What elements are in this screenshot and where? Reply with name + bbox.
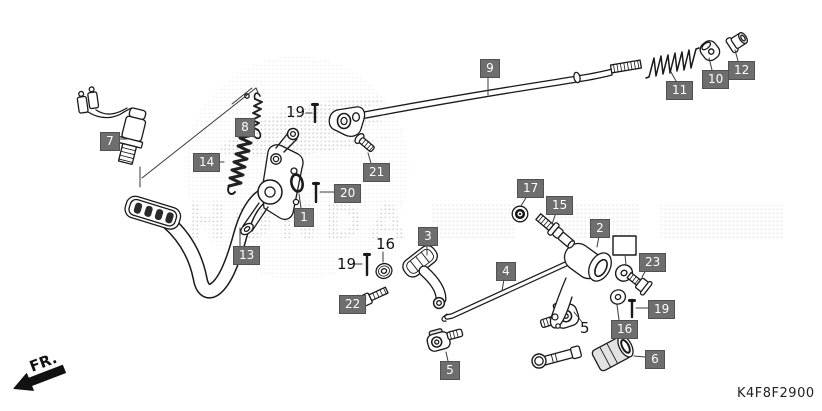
part-pin-right — [628, 298, 636, 319]
leader-lines — [116, 49, 739, 362]
part-washer-right — [609, 289, 627, 305]
callout-7[interactable]: 7 — [100, 132, 120, 151]
callout-12[interactable]: 12 — [728, 61, 756, 80]
callout-1[interactable]: 1 — [294, 208, 314, 227]
part-pin-20 — [312, 181, 320, 204]
part-o-ring — [290, 173, 304, 193]
part-rubber-sleeve — [591, 335, 634, 372]
callout-3[interactable]: 3 — [418, 227, 438, 246]
callout-17[interactable]: 17 — [517, 179, 545, 198]
part-washer-mid — [375, 262, 393, 280]
part-brake-pedal — [124, 127, 304, 299]
callout-2[interactable]: 2 — [590, 219, 610, 238]
callout-14[interactable]: 14 — [193, 153, 221, 172]
callout-19[interactable]: 19 — [286, 103, 306, 121]
part-brake-light-switch — [76, 86, 147, 166]
diagram-code: K4F8F2900 — [737, 386, 815, 401]
callout-23[interactable]: 23 — [639, 253, 667, 272]
part-ball-joint-left — [426, 328, 464, 352]
callout-5[interactable]: 5 — [580, 319, 590, 337]
part-grommet — [511, 205, 529, 223]
callout-5[interactable]: 5 — [440, 361, 460, 380]
part-pin-top — [311, 102, 319, 124]
part-adjust-nut — [725, 32, 748, 54]
callout-20[interactable]: 20 — [334, 184, 362, 203]
part-pin-mid — [363, 252, 371, 277]
part-flange-bolt-23 — [626, 271, 653, 296]
fr-direction-arrow: FR. — [13, 349, 66, 391]
part-shift-arm — [531, 242, 612, 369]
callout-10[interactable]: 10 — [702, 70, 730, 89]
callout-16[interactable]: 16 — [611, 320, 639, 339]
callout-19[interactable]: 19 — [648, 300, 676, 319]
part-shift-pedal — [402, 245, 447, 310]
callout-19[interactable]: 19 — [337, 255, 357, 273]
callout-8[interactable]: 8 — [235, 118, 255, 137]
part-rod-joint — [699, 40, 721, 62]
callout-6[interactable]: 6 — [645, 350, 665, 369]
callout-4[interactable]: 4 — [496, 262, 516, 281]
callout-13[interactable]: 13 — [233, 246, 261, 265]
blank-label-box — [612, 235, 637, 256]
callout-11[interactable]: 11 — [666, 81, 694, 100]
callout-16[interactable]: 16 — [376, 235, 396, 253]
part-stud-bolt — [535, 213, 576, 249]
callout-22[interactable]: 22 — [339, 295, 367, 314]
part-screw — [354, 133, 375, 153]
part-rod-spring — [645, 47, 700, 79]
part-brake-rod — [328, 59, 643, 137]
callout-15[interactable]: 15 — [546, 196, 574, 215]
callout-21[interactable]: 21 — [363, 163, 391, 182]
callout-9[interactable]: 9 — [480, 59, 500, 78]
